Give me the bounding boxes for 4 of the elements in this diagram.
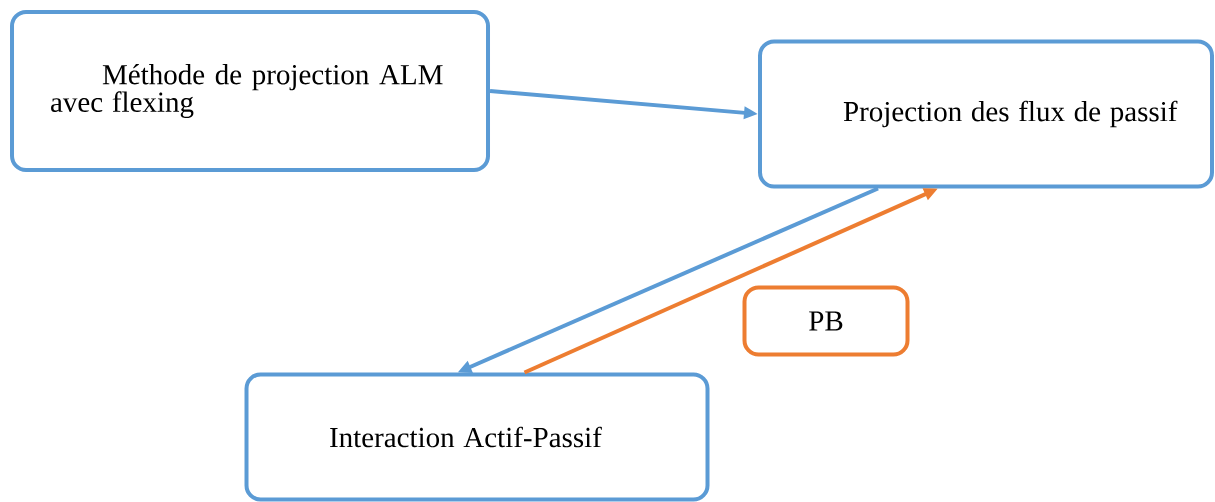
- process-box: PB: [742, 285, 910, 357]
- process-box: Projection des flux de passif: [758, 39, 1214, 189]
- process-box: Interaction Actif-Passif: [244, 372, 710, 502]
- process-box: Méthode de projection ALM avec flexing: [10, 10, 490, 172]
